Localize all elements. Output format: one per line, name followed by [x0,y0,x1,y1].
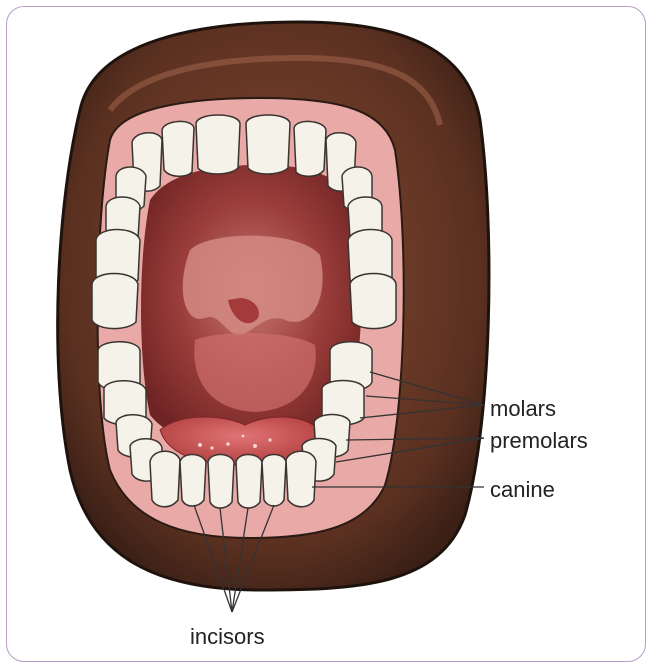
upper-incisor [246,115,290,174]
lower-incisor [236,455,262,509]
label-premolars: premolars [490,428,588,453]
upper-incisor [294,121,326,176]
upper-molar [92,274,138,329]
lower-incisor [262,455,286,507]
upper-incisor [162,121,194,176]
label-incisors: incisors [190,624,265,649]
label-canine: canine [490,477,555,502]
lower-canine [286,451,316,507]
upper-incisor [196,115,240,174]
lower-incisor [208,455,234,509]
label-molars: molars [490,396,556,421]
lower-incisor [180,455,206,507]
lower-canine [150,451,180,507]
upper-molar [350,274,396,329]
